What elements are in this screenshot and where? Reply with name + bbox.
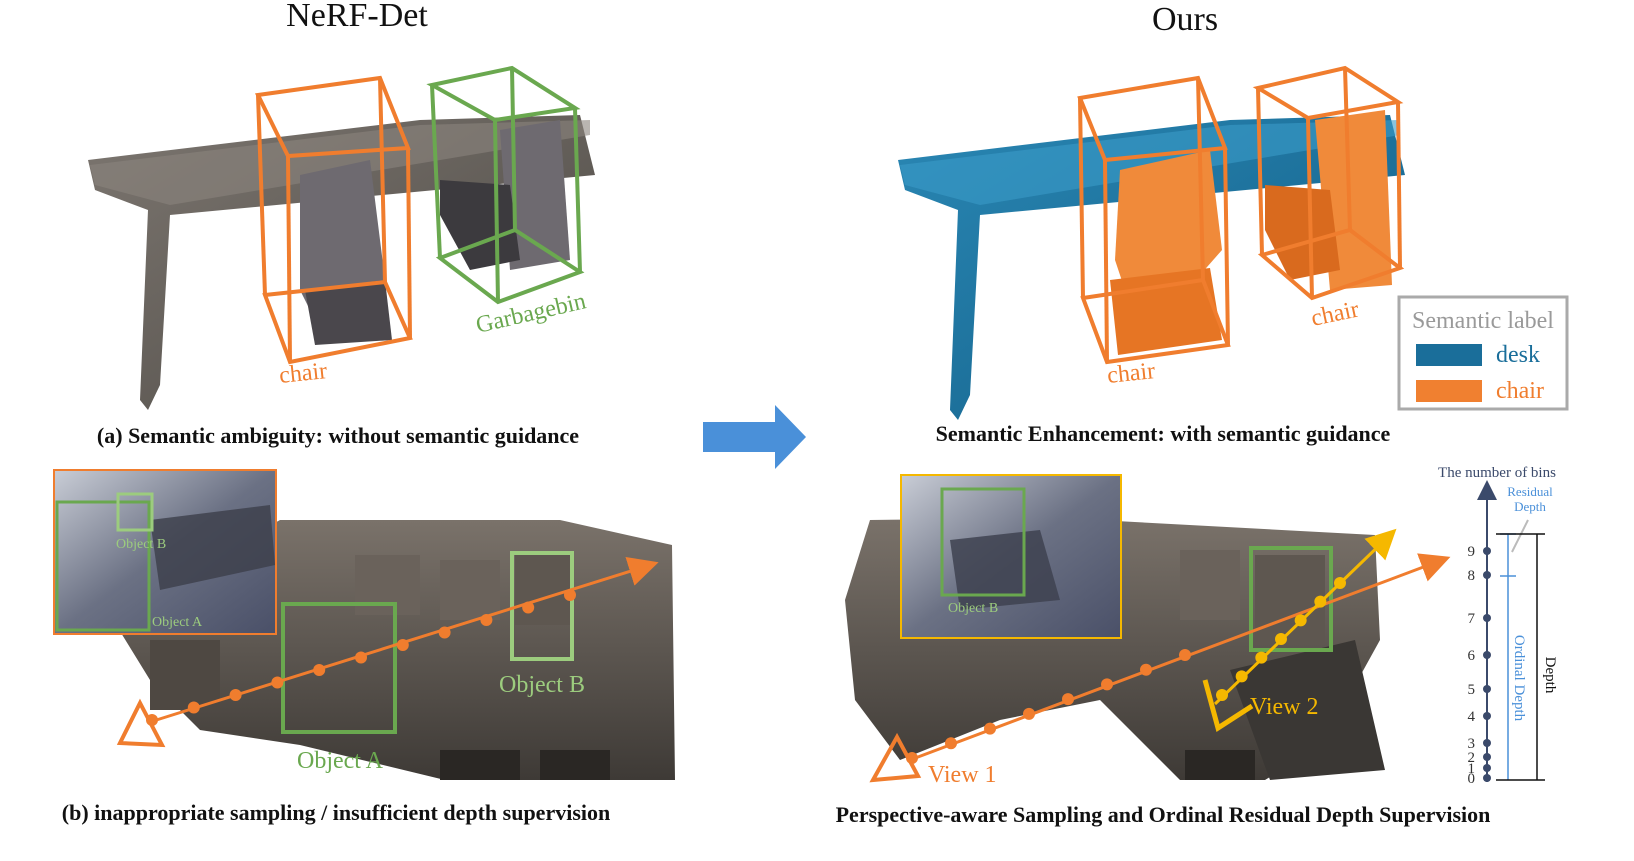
sampling-point — [1255, 651, 1268, 664]
scene-ours-desk — [898, 110, 1405, 420]
inset-photo-right: Object B — [900, 474, 1122, 639]
axis-tick-label: 1 — [1468, 761, 1476, 777]
axis-tick-label: 7 — [1468, 611, 1476, 627]
caption-a: (a) Semantic ambiguity: without semantic… — [97, 423, 579, 448]
sampling-point — [1216, 689, 1228, 701]
legend-label-chair: chair — [1496, 378, 1544, 404]
sampling-points-view2 — [1216, 577, 1346, 701]
sampling-point — [1023, 707, 1035, 720]
sampling-point — [1101, 678, 1113, 691]
axis-bin-dot — [1483, 764, 1491, 772]
sampling-point — [1140, 663, 1152, 676]
camera-icon-view2 — [1202, 679, 1254, 732]
legend-swatch-desk — [1416, 344, 1482, 366]
label-view1: View 1 — [928, 762, 997, 788]
legend-title: Semantic label — [1412, 308, 1554, 334]
inset-photo-left: Object B Object A — [53, 469, 277, 635]
axis-tick-label: 4 — [1468, 709, 1476, 725]
sampling-point — [146, 714, 158, 726]
axis-bin-dot — [1483, 547, 1491, 555]
sampling-ray-view1 — [909, 553, 1451, 762]
bbox-chair-ours-1 — [1077, 75, 1231, 365]
object-b-box — [510, 551, 574, 661]
scene-nerf-det-desk — [88, 115, 595, 410]
axis-tick-label: 8 — [1468, 568, 1476, 584]
axis-title: The number of bins — [1438, 465, 1556, 481]
sampling-point — [355, 651, 367, 664]
sampling-point — [564, 589, 576, 601]
axis-tick-label: 2 — [1468, 750, 1476, 766]
object-a-box — [281, 602, 397, 734]
sampling-point — [1062, 693, 1074, 706]
axis-bin-dot — [1483, 614, 1491, 622]
axis-bin-dot — [1483, 651, 1491, 659]
axis-bin-dot — [1483, 774, 1491, 782]
legend-swatch-chair — [1416, 380, 1482, 402]
title-ours: Ours — [1152, 1, 1218, 38]
sampling-point — [945, 737, 957, 750]
label-view2: View 2 — [1250, 694, 1319, 720]
axis-bin-dot — [1483, 685, 1491, 693]
axis-tick-label: 3 — [1468, 736, 1476, 752]
bbox-garbagebin — [426, 65, 585, 305]
axis-tick-label: 0 — [1468, 771, 1476, 787]
inset-label-object-b-right: Object B — [948, 601, 998, 616]
axis-tick-label: 6 — [1468, 648, 1476, 664]
caption-ours-b: Perspective-aware Sampling and Ordinal R… — [836, 802, 1491, 827]
sampling-point — [271, 676, 284, 689]
label-chair-ours-1: chair — [1106, 358, 1156, 389]
sampling-points-left — [146, 589, 576, 726]
object-box-ours — [1249, 546, 1333, 652]
sampling-point — [187, 701, 200, 714]
axis-bin-dot — [1483, 753, 1491, 761]
axis-tick-label: 5 — [1468, 682, 1476, 698]
legend-semantic-label: Semantic label desk chair — [1397, 295, 1569, 411]
transition-arrow — [703, 405, 806, 469]
sampling-point — [1294, 614, 1307, 627]
residual-label-1: Residual — [1507, 484, 1553, 499]
label-object-b: Object B — [499, 672, 585, 698]
sampling-point — [313, 664, 326, 676]
residual-label-2: Depth — [1514, 499, 1546, 514]
sampling-point — [1235, 670, 1248, 683]
sampling-point — [1179, 649, 1191, 661]
sampling-point — [229, 689, 242, 701]
caption-b: (b) inappropriate sampling / insufficien… — [62, 800, 610, 825]
legend-label-desk: desk — [1496, 342, 1540, 368]
label-object-a: Object A — [297, 748, 384, 774]
sampling-point — [1334, 577, 1346, 589]
inset-label-object-a: Object A — [152, 615, 203, 630]
label-chair-left: chair — [278, 358, 328, 389]
sampling-point — [480, 614, 493, 626]
sampling-point — [1314, 595, 1327, 608]
label-chair-ours-2: chair — [1309, 296, 1361, 331]
sampling-point — [984, 722, 996, 735]
axis-bin-dot — [1483, 571, 1491, 579]
sampling-point — [438, 626, 451, 639]
sampling-point — [906, 752, 918, 764]
sampling-point — [396, 639, 409, 651]
caption-enhancement: Semantic Enhancement: with semantic guid… — [936, 421, 1391, 446]
axis-bin-dot — [1483, 739, 1491, 747]
sampling-points-view1 — [906, 649, 1191, 764]
bbox-chair-left — [254, 75, 413, 365]
ordinal-depth-label: Ordinal Depth — [1511, 635, 1527, 722]
axis-tick-label: 9 — [1468, 544, 1476, 560]
axis-bin-dot — [1483, 712, 1491, 720]
sampling-point — [522, 601, 535, 614]
bbox-chair-ours-2 — [1252, 65, 1405, 301]
inset-label-object-b: Object B — [116, 537, 166, 552]
sampling-point — [1275, 633, 1287, 645]
title-nerf-det: NeRF-Det — [286, 0, 428, 34]
depth-label: Depth — [1542, 657, 1558, 694]
